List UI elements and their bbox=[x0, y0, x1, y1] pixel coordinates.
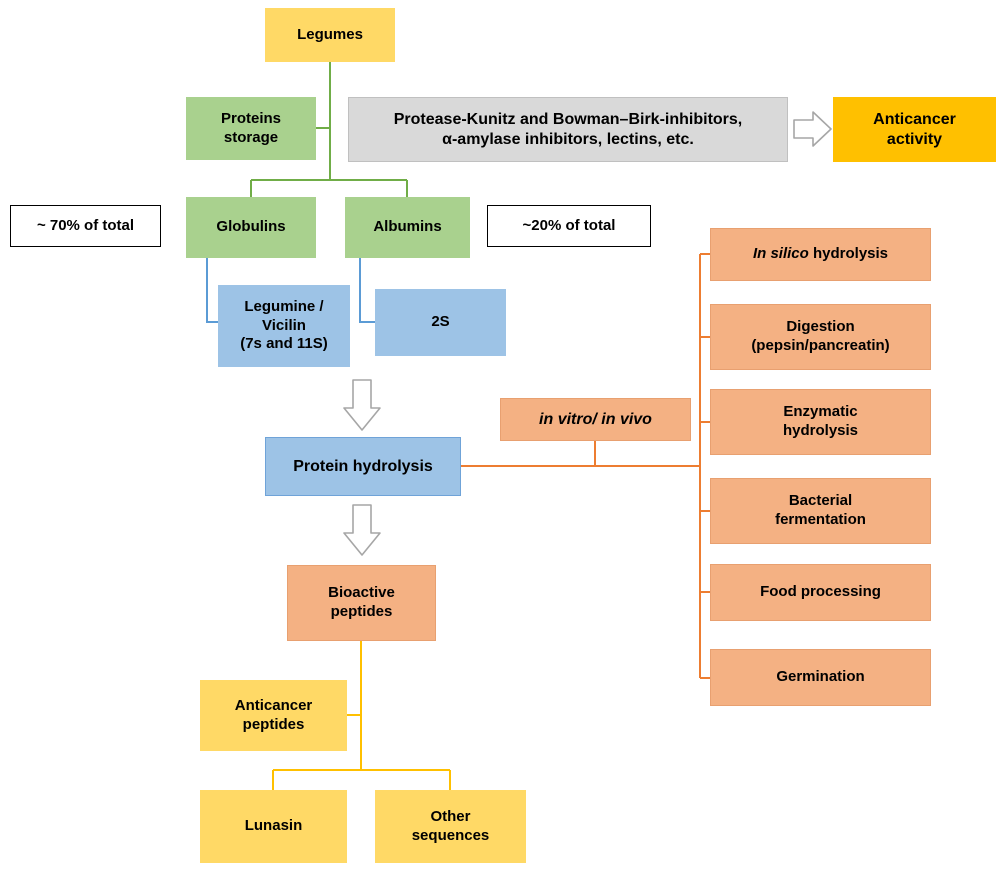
node-legumine-vicilin: Legumine / Vicilin (7s and 11S) bbox=[218, 285, 350, 367]
node-protease-inhibitors: Protease-Kunitz and Bowman–Birk-inhibito… bbox=[348, 97, 788, 162]
label-70-percent-of-total: ~ 70% of total bbox=[10, 205, 161, 247]
node-enzymatic-hydrolysis: Enzymatic hydrolysis bbox=[710, 389, 931, 455]
in-silico-rest-text: hydrolysis bbox=[808, 245, 889, 263]
node-bacterial-fermentation: Bacterial fermentation bbox=[710, 478, 931, 544]
node-protein-hydrolysis: Protein hydrolysis bbox=[265, 437, 461, 496]
down-arrow-icon bbox=[343, 379, 381, 431]
node-in-vitro-in-vivo: in vitro/ in vivo bbox=[500, 398, 691, 441]
node-globulins: Globulins bbox=[186, 197, 316, 258]
legume-tree-connectors bbox=[250, 62, 408, 197]
down-arrow-icon bbox=[343, 504, 381, 556]
node-other-sequences: Other sequences bbox=[375, 790, 526, 863]
node-food-processing: Food processing bbox=[710, 564, 931, 621]
right-arrow-icon bbox=[793, 111, 832, 147]
in-silico-label: In silico hydrolysis bbox=[753, 245, 888, 264]
connector bbox=[206, 258, 218, 323]
node-proteins-storage: Proteins storage bbox=[186, 97, 316, 160]
peptide-tree-connectors bbox=[272, 641, 451, 790]
node-legumes: Legumes bbox=[265, 8, 395, 62]
node-2s: 2S bbox=[375, 289, 506, 356]
label-20-percent-of-total: ~20% of total bbox=[487, 205, 651, 247]
node-in-silico-hydrolysis: In silico hydrolysis bbox=[710, 228, 931, 281]
connector bbox=[359, 258, 375, 323]
node-lunasin: Lunasin bbox=[200, 790, 347, 863]
node-digestion: Digestion (pepsin/pancreatin) bbox=[710, 304, 931, 370]
node-bioactive-peptides: Bioactive peptides bbox=[287, 565, 436, 641]
node-germination: Germination bbox=[710, 649, 931, 706]
hydrolysis-method-connectors bbox=[461, 253, 710, 679]
node-anticancer-peptides: Anticancer peptides bbox=[200, 680, 347, 751]
globulin-albumin-connectors bbox=[206, 258, 375, 323]
node-albumins: Albumins bbox=[345, 197, 470, 258]
node-anticancer-activity: Anticancer activity bbox=[833, 97, 996, 162]
in-silico-italic-text: In silico bbox=[752, 245, 809, 263]
